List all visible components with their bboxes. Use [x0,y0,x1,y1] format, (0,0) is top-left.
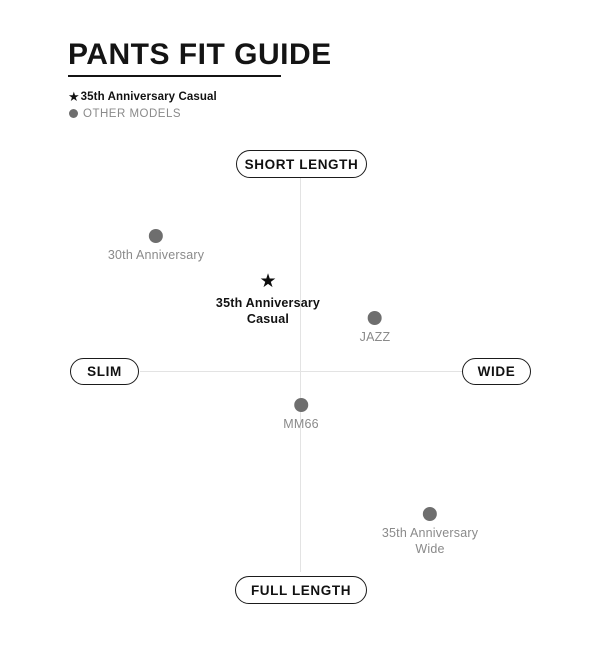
axis-label-wide: WIDE [462,358,531,385]
dot-marker-icon [149,229,163,243]
point-30th-anniversary-label: 30th Anniversary [108,247,204,263]
legend: ★ 35th Anniversary Casual OTHER MODELS [68,88,217,122]
legend-item-secondary-label: OTHER MODELS [83,107,182,120]
dot-marker-icon [423,507,437,521]
point-35th-anniversary-wide-label-line1: 35th Anniversary [381,526,479,540]
horizontal-axis-line [140,371,465,372]
dot-marker-icon [367,311,382,325]
axis-label-short-length: SHORT LENGTH [236,150,367,178]
point-mm66: MM66 [283,398,319,432]
legend-item-secondary: OTHER MODELS [68,105,217,122]
page-title: PANTS FIT GUIDE [68,38,332,71]
point-30th-anniversary-label-line1: 30th Anniversary [107,248,205,262]
title-underline-rule [68,75,281,77]
point-jazz: JAZZ [360,311,391,345]
title-block: PANTS FIT GUIDE [68,38,332,77]
point-30th-anniversary: 30th Anniversary [108,229,204,263]
star-icon: ★ [68,89,80,104]
point-mm66-label-line1: MM66 [283,417,319,431]
point-35th-anniversary-casual-label-line1: 35th Anniversary [215,296,321,310]
point-35th-anniversary-wide-label-line2: Wide [415,542,445,556]
axis-label-full-length: FULL LENGTH [235,576,367,604]
star-marker-icon: ★ [259,271,277,292]
legend-item-primary-label: 35th Anniversary Casual [80,90,217,103]
axis-label-slim: SLIM [70,358,139,385]
point-mm66-label: MM66 [283,416,319,432]
point-jazz-label: JAZZ [360,329,391,345]
point-35th-anniversary-casual-label-line2: Casual [246,312,290,326]
circle-icon [69,109,78,118]
dot-marker-icon [294,398,308,412]
vertical-axis-line [300,178,301,572]
point-jazz-label-line1: JAZZ [359,330,391,344]
legend-item-primary: ★ 35th Anniversary Casual [68,88,217,105]
